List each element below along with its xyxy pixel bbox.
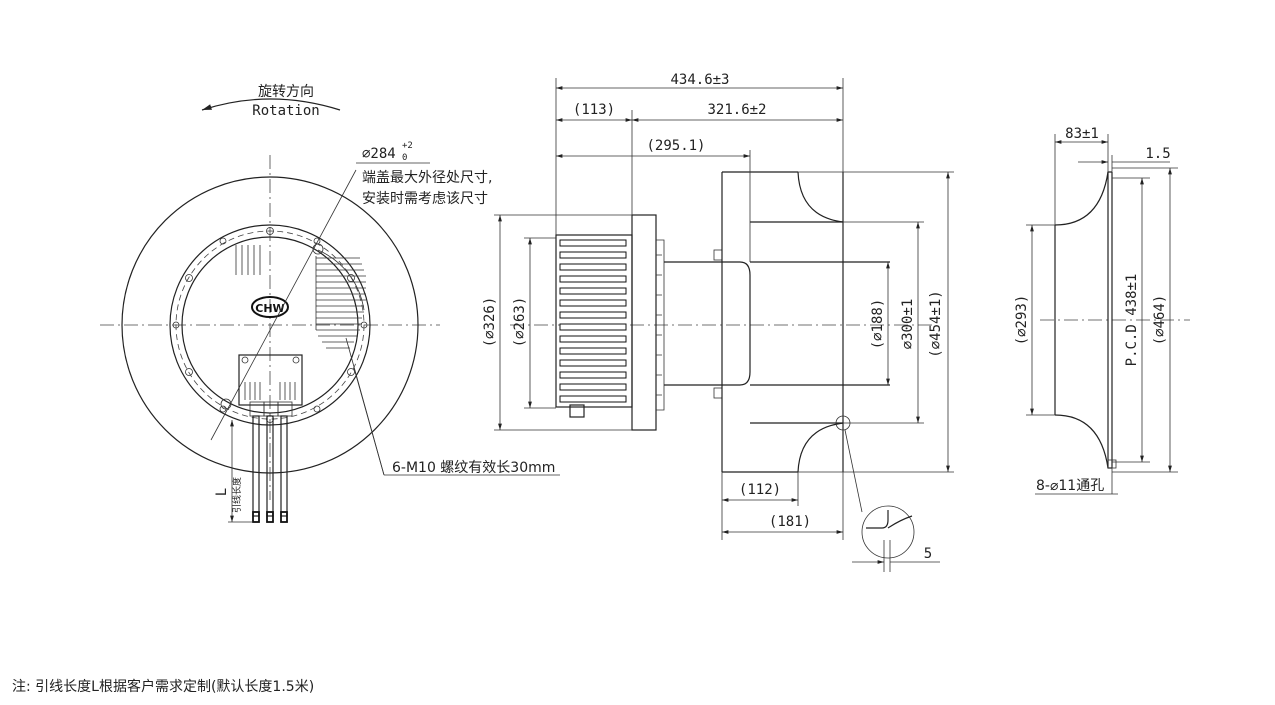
ring-profile-bottom: [1054, 414, 1112, 469]
dia-454-label: (⌀454±1): [928, 290, 944, 357]
detail-marker: [835, 415, 851, 431]
dia-300-label: ⌀300±1: [900, 299, 916, 350]
lead-length-label: L: [214, 488, 230, 496]
footnote: 注: 引线长度L根据客户需求定制(默认长度1.5米): [12, 679, 315, 695]
side-view: 434.6±3 (113) 321.6±2 (295.1) (⌀326) (⌀2…: [482, 72, 954, 572]
ring-profile-top: [1054, 171, 1112, 226]
diameter-284-label: ⌀284: [362, 146, 396, 162]
heatsink-fins-front: [315, 249, 366, 349]
dim-112-label: (112): [739, 482, 781, 498]
lead-length-cn-label: 引线长度: [231, 477, 243, 513]
dia-464-label: (⌀464): [1152, 295, 1168, 346]
heatsink-fins-left: [235, 245, 261, 275]
inlet-ring-view: 83±1 1.5 (⌀293) P.C.D 438±1 (⌀464) 8-⌀11…: [1014, 126, 1190, 495]
diameter-284-tol-upper: +2: [402, 141, 413, 151]
bolt-circle: [175, 230, 365, 420]
dim-113-label: (113): [573, 102, 615, 118]
detail-5-label: 5: [924, 546, 932, 562]
diameter-284-leader: [210, 169, 357, 441]
pcd-label: P.C.D 438±1: [1124, 274, 1140, 367]
dim-321-label: 321.6±2: [707, 102, 766, 118]
junction-box: [238, 354, 303, 417]
svg-text:CHW: CHW: [255, 302, 284, 315]
dim-overall-label: 434.6±3: [670, 72, 729, 88]
dia-293-label: (⌀293): [1014, 295, 1030, 346]
motor-mount-plug: [569, 404, 585, 418]
flange-circle: [169, 224, 371, 426]
dia-326-label: (⌀326): [482, 297, 498, 348]
dim-295-label: (295.1): [646, 138, 705, 154]
hub: [664, 261, 751, 386]
callout-line-1: 端盖最大外径处尺寸,: [362, 170, 492, 186]
dim-83-label: 83±1: [1065, 126, 1099, 142]
rotation-arrow: [201, 98, 341, 111]
dia-263-label: (⌀263): [512, 297, 528, 348]
impeller-side: [721, 171, 890, 473]
dia-188-label: (⌀188): [870, 299, 886, 350]
flange-fins: [656, 239, 665, 411]
motor-body: [555, 234, 633, 408]
rotation-en-label: Rotation: [252, 103, 319, 119]
front-view: 旋转方向 Rotation: [100, 84, 560, 523]
thread-callout-label: 6-M10 螺纹有效长30mm: [392, 460, 555, 476]
detail-view: 5: [852, 505, 940, 572]
impeller-outer-circle: [121, 176, 419, 474]
motor-flange: [631, 214, 657, 431]
brand-logo: CHW: [251, 296, 289, 318]
rotation-cn-label: 旋转方向: [258, 84, 314, 100]
bolt-holes: [172, 227, 368, 423]
dim-1-5-label: 1.5: [1145, 146, 1170, 162]
lead-wires: [252, 415, 288, 523]
motor-fins: [559, 239, 627, 403]
diameter-284-tol-lower: 0: [402, 153, 407, 163]
callout-line-2: 安装时需考虑该尺寸: [362, 191, 488, 207]
flange-inner-circle: [181, 236, 359, 414]
dim-181-label: (181): [769, 514, 811, 530]
holes-label: 8-⌀11通孔: [1036, 478, 1104, 494]
